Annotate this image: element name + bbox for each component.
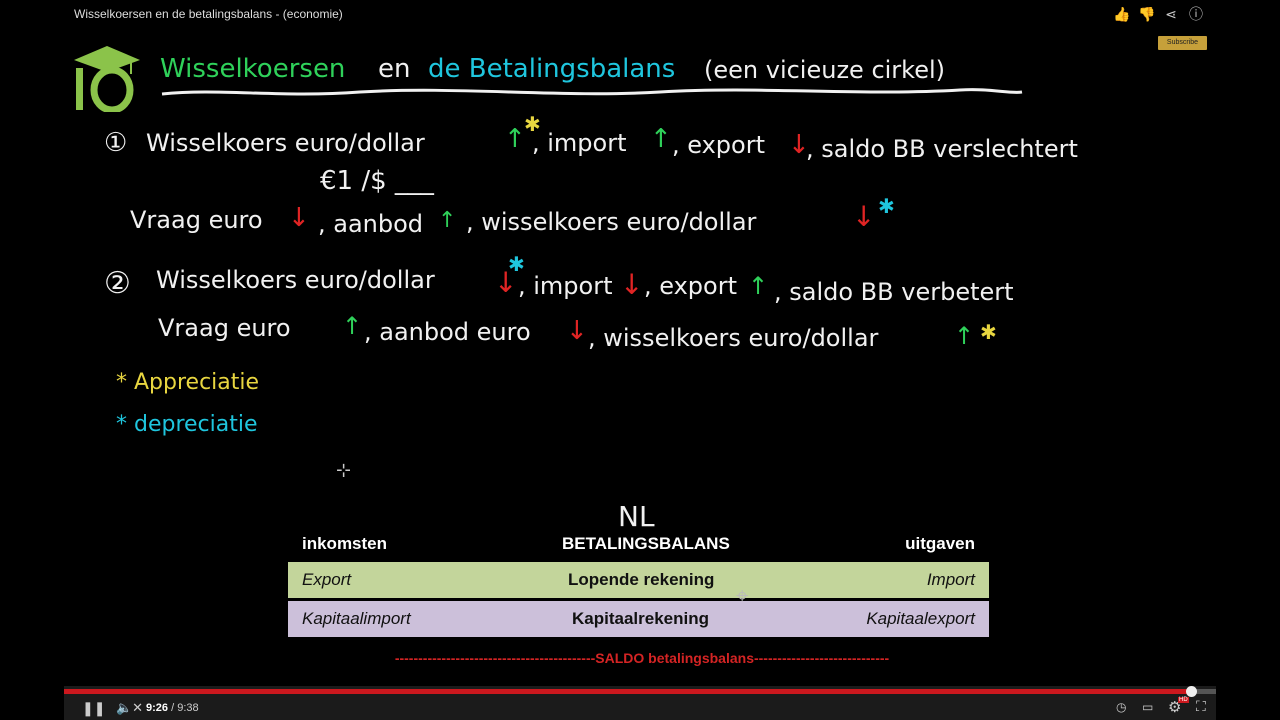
line4-text2: , aanbod euro (364, 318, 531, 346)
line3-text2: , import (518, 272, 613, 300)
slide-title-2: en (378, 54, 411, 84)
watch-later-icon[interactable]: ◷ (1116, 700, 1127, 714)
legend-label: Appreciatie (134, 370, 260, 395)
line3-text1: Wisselkoers euro/dollar (156, 266, 435, 294)
row-left: Kapitaalimport (302, 609, 411, 628)
thumbs-down-icon[interactable]: 👎 (1138, 6, 1156, 22)
hd-badge: HD (1178, 697, 1189, 703)
row-right: Import (926, 570, 975, 589)
duration: / 9:38 (171, 702, 199, 714)
subscribe-button[interactable]: Subscribe (1158, 36, 1207, 50)
down-arrow-icon: ↓ (788, 130, 810, 160)
thumbs-up-icon[interactable]: 👍 (1113, 6, 1131, 22)
up-arrow-icon: ↑ (342, 312, 363, 340)
table-row: Export Lopende rekening Import (288, 562, 989, 598)
video-title[interactable]: Wisselkoersen en de betalingsbalans - (e… (74, 7, 343, 21)
row-left: Export (302, 570, 352, 589)
slide-title-1: Wisselkoersen (160, 54, 346, 84)
depreciation-star-icon: ✱ (508, 252, 525, 276)
up-arrow-icon: ↑ (650, 124, 672, 154)
top-bar: Wisselkoersen en de betalingsbalans - (e… (0, 0, 1280, 32)
grad-cap-logo (74, 46, 140, 112)
settings-gear-icon[interactable]: ⚙ (1168, 699, 1182, 716)
info-icon[interactable]: ⓘ (1189, 6, 1203, 22)
line3-text3: , export (644, 272, 737, 300)
line3-number: ② (104, 266, 131, 301)
fullscreen-icon[interactable]: ⛶ (1196, 698, 1206, 714)
up-arrow-icon: ↑ (504, 124, 526, 154)
progress-fill (64, 689, 1192, 694)
line1-text2: , import (532, 129, 627, 157)
line1-number: ① (104, 128, 128, 158)
captions-icon[interactable]: ▭ (1142, 700, 1154, 714)
table-header: inkomsten BETALINGSBALANS uitgaven (288, 534, 989, 556)
down-arrow-icon: ↓ (620, 268, 644, 301)
down-arrow-icon: ↓ (566, 316, 588, 346)
line2-text3: , wisselkoers euro/dollar (466, 208, 757, 236)
line1-text3: , export (672, 131, 765, 159)
time-display: 9:26 / 9:38 (146, 702, 199, 714)
header-right: uitgaven (905, 534, 975, 553)
cursor-crosshair-icon: ⌖ (736, 584, 749, 609)
line2-text1: Vraag euro (130, 206, 263, 234)
up-arrow-icon: ↑ (438, 208, 457, 233)
saldo-line: ----------------------------------------… (394, 650, 890, 666)
slide-title-4: (een vicieuze cirkel) (704, 56, 946, 84)
player-controls: ❚❚ 🔈✕ 9:26 / 9:38 ◷ ▭ ⚙ HD ⛶ (64, 686, 1216, 720)
top-actions: 👍 👎 ⋖ ⓘ (1113, 6, 1204, 22)
header-left: inkomsten (302, 534, 388, 553)
up-arrow-icon: ↑ (748, 272, 769, 300)
row-center: Kapitaalrekening (572, 609, 709, 628)
line4-text3: , wisselkoers euro/dollar (588, 324, 879, 352)
legend-label: depreciatie (134, 412, 258, 437)
crosshair-icon: ⊹ (336, 460, 352, 481)
legend-star-icon: * (116, 412, 127, 437)
appreciation-star-icon: ✱ (524, 112, 541, 136)
pause-icon[interactable]: ❚❚ (82, 700, 106, 716)
appreciation-star-icon: ✱ (980, 320, 997, 344)
legend-appreciatie: * Appreciatie (116, 370, 259, 395)
line1-text4: , saldo BB verslechtert (806, 135, 1078, 163)
header-center: BETALINGSBALANS (562, 534, 730, 553)
slide-title-3: de Betalingsbalans (428, 54, 676, 84)
row-right: Kapitaalexport (866, 609, 975, 628)
up-arrow-icon: ↑ (954, 322, 975, 350)
legend-depreciatie: * depreciatie (116, 412, 258, 437)
table-row: Kapitaalimport Kapitaalrekening Kapitaal… (288, 601, 989, 637)
nl-label: NL (618, 500, 655, 533)
line2-text2: , aanbod (318, 210, 424, 238)
depreciation-star-icon: ✱ (878, 194, 895, 218)
line3-text4: , saldo BB verbetert (774, 278, 1014, 306)
share-icon[interactable]: ⋖ (1165, 6, 1177, 22)
title-underline (161, 88, 1023, 96)
down-arrow-icon: ↓ (494, 266, 518, 299)
line1-rate: €1 /$ ___ (320, 166, 434, 196)
row-center: Lopende rekening (568, 570, 715, 589)
line1-text1: Wisselkoers euro/dollar (146, 129, 425, 157)
legend-star-icon: * (116, 370, 127, 395)
line4-text1: Vraag euro (158, 314, 291, 342)
scrubber-handle[interactable] (1186, 686, 1198, 697)
volume-muted-icon[interactable]: 🔈✕ (116, 700, 144, 715)
down-arrow-icon: ↓ (288, 203, 310, 233)
current-time: 9:26 (146, 702, 169, 714)
down-arrow-icon: ↓ (852, 200, 876, 233)
